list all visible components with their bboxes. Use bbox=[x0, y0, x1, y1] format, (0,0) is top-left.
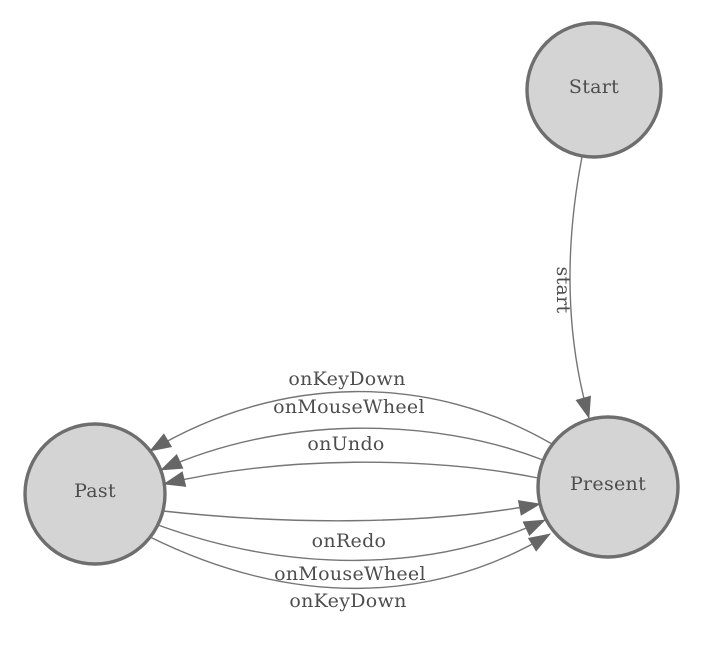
state-node-start[interactable] bbox=[525, 21, 663, 159]
edge-present-past bbox=[149, 390, 553, 452]
edge-label-start: start bbox=[552, 267, 574, 314]
edge-label-onRedo: onRedo bbox=[312, 530, 387, 552]
edge-label-onKeyDown: onKeyDown bbox=[289, 590, 406, 612]
edge-past-present bbox=[149, 533, 551, 590]
edge-label-onUndo: onUndo bbox=[307, 433, 384, 455]
state-node-label-past: Past bbox=[74, 480, 116, 502]
state-node-present[interactable] bbox=[536, 415, 680, 559]
edge-label-onKeyDown: onKeyDown bbox=[288, 368, 405, 390]
state-node-past[interactable] bbox=[23, 422, 167, 566]
state-node-label-start: Start bbox=[569, 76, 619, 98]
edge-label-onMouseWheel: onMouseWheel bbox=[273, 396, 425, 418]
edge-label-onMouseWheel: onMouseWheel bbox=[274, 563, 426, 585]
state-node-label-present: Present bbox=[570, 473, 646, 495]
edge-past-present bbox=[162, 500, 541, 522]
edge-present-past bbox=[160, 427, 544, 471]
edge-start-present bbox=[569, 156, 591, 419]
edge-past-present bbox=[157, 519, 546, 562]
edge-present-past bbox=[163, 461, 539, 487]
